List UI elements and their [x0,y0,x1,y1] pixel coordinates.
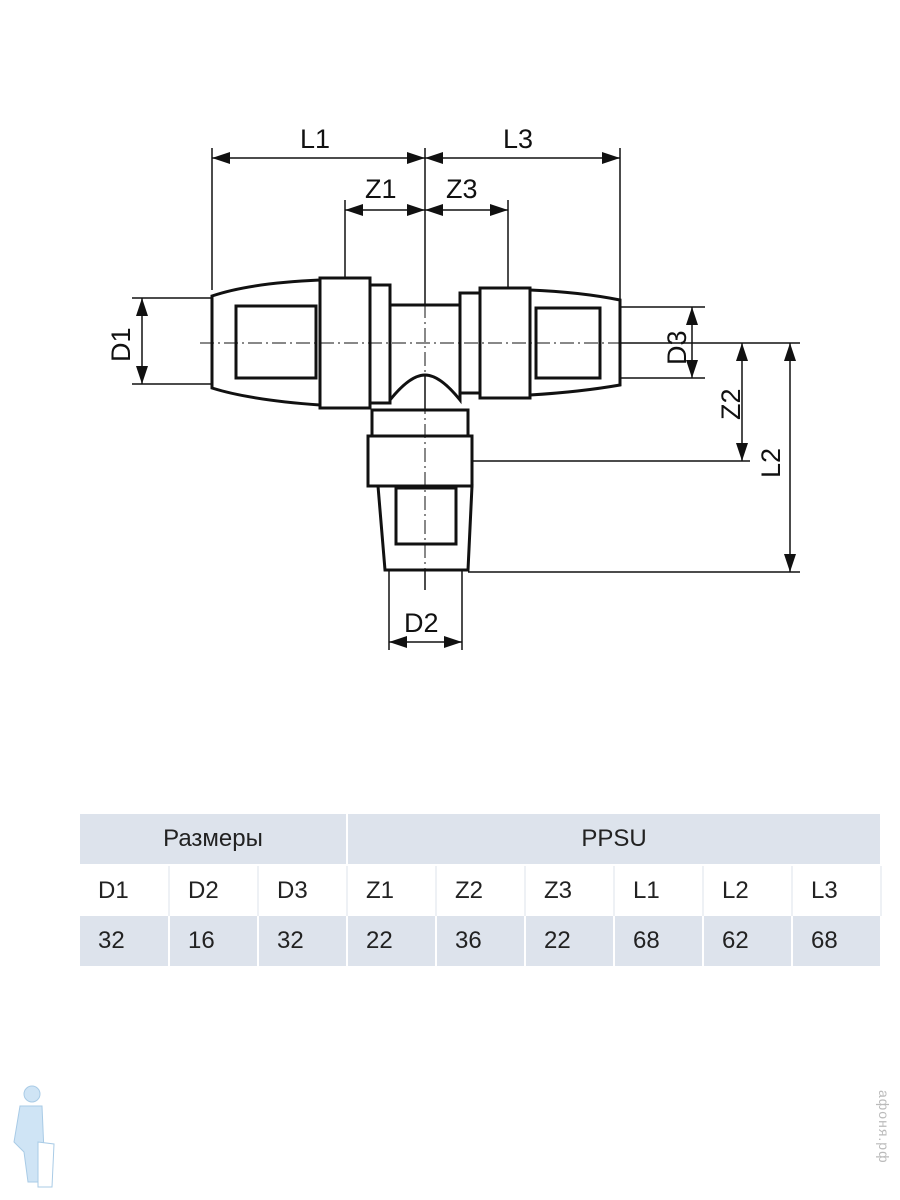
dimensions-table: Размеры PPSU D1 D2 D3 Z1 Z2 Z3 L1 L2 L3 … [80,814,882,966]
label-L2: L2 [756,448,786,478]
col-header: D3 [258,865,348,916]
cell-value: 32 [80,916,170,966]
cell-value: 68 [792,916,882,966]
header-material: PPSU [347,814,882,866]
cell-value: 32 [258,916,348,966]
cell-value: 16 [169,916,259,966]
cell-value: 22 [525,916,615,966]
table-columns-row: D1 D2 D3 Z1 Z2 Z3 L1 L2 L3 [80,865,882,916]
col-header: Z1 [347,865,437,916]
col-header: L2 [703,865,793,916]
cell-value: 68 [614,916,704,966]
table-header-row: Размеры PPSU [80,814,882,866]
watermark: афоня.рф [876,1090,892,1164]
label-Z3: Z3 [446,174,478,204]
label-Z2: Z2 [716,388,746,420]
label-L1: L1 [300,124,330,154]
cell-value: 62 [703,916,793,966]
cell-value: 22 [347,916,437,966]
col-header: D2 [169,865,259,916]
col-header: L1 [614,865,704,916]
col-header: Z3 [525,865,615,916]
label-D2: D2 [404,608,439,638]
label-D1: D1 [106,327,136,362]
label-L3: L3 [503,124,533,154]
header-sizes: Размеры [80,814,348,866]
tee-fitting-drawing: L1 L3 Z1 Z3 D1 D3 Z2 L2 D2 [106,124,800,650]
plumber-logo-icon [13,1085,55,1188]
cell-value: 36 [436,916,526,966]
col-header: D1 [80,865,170,916]
label-D3: D3 [662,330,692,365]
col-header: Z2 [436,865,526,916]
label-Z1: Z1 [365,174,397,204]
table-row: 32 16 32 22 36 22 68 62 68 [80,916,882,966]
col-header: L3 [792,865,882,916]
